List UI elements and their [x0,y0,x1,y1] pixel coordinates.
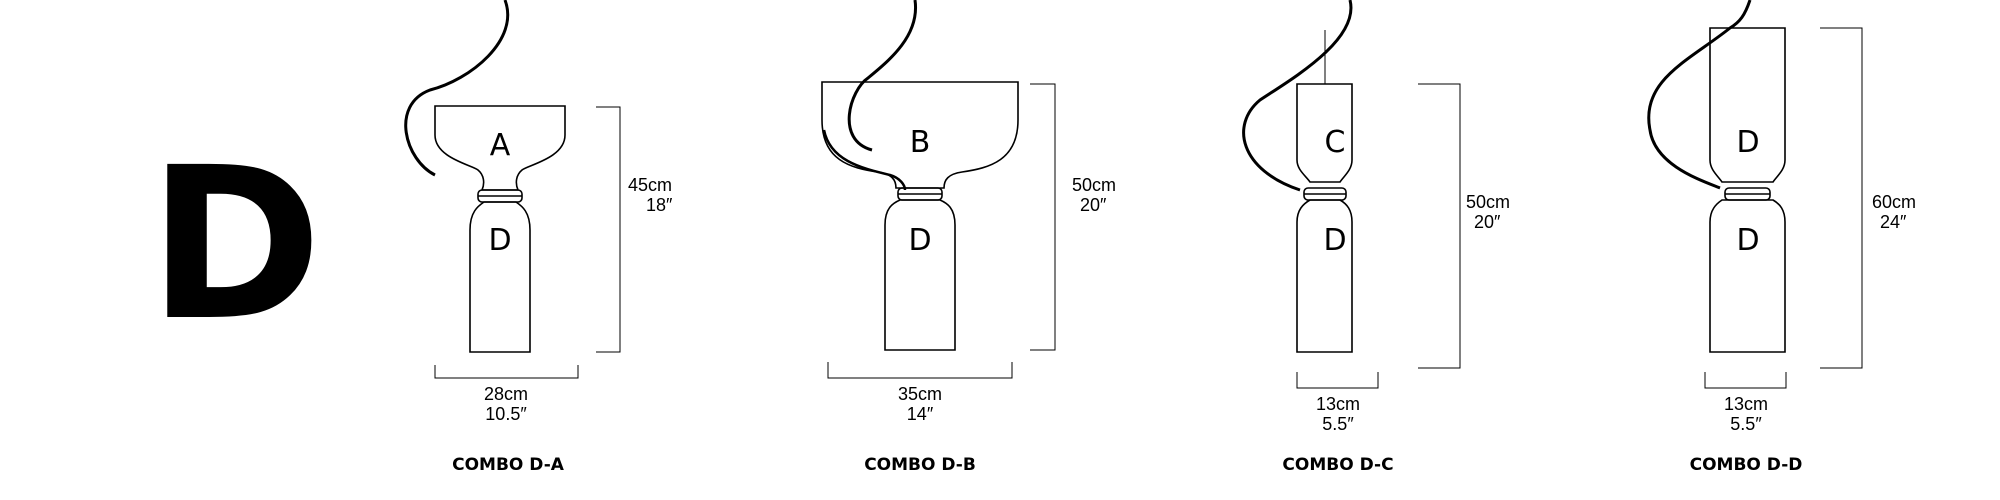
shade-b [821,81,1019,189]
part-label-bottom: D [1736,223,1759,258]
width-label-in: 14″ [906,404,934,424]
width-label-in: 5.5″ [1730,414,1762,434]
combo-d-c-diagram [1242,0,1461,389]
group-letter: D [148,122,323,367]
body-d [884,199,956,351]
height-dimension [1418,83,1461,369]
width-label-cm: 13cm [1723,394,1768,414]
combo-caption: COMBO D-B [864,455,976,475]
height-dimension [1030,83,1056,351]
height-label-cm: 45cm [628,175,673,195]
combo-d-b-diagram [821,0,1056,379]
cable [1647,0,1752,190]
width-label-cm: 13cm [1315,394,1360,414]
height-label-in: 24″ [1880,212,1907,232]
part-label-top: A [490,128,511,163]
height-label-in: 20″ [1474,212,1501,232]
width-dimension [1296,372,1379,389]
part-label-top: B [910,125,931,160]
combo-d-d-diagram [1647,0,1863,389]
part-label-bottom: D [488,223,511,258]
width-dimension [1704,372,1787,389]
height-dimension [596,106,621,353]
combo-caption: COMBO D-C [1282,455,1394,475]
width-label-in: 10.5″ [485,404,527,424]
height-label-cm: 50cm [1072,175,1117,195]
part-label-bottom: D [1323,223,1346,258]
combo-caption: COMBO D-D [1689,455,1803,475]
shade-c [1296,83,1353,183]
body-d [1296,199,1353,353]
part-label-top: D [1736,125,1759,160]
combo-caption: COMBO D-A [452,455,564,475]
width-label-in: 5.5″ [1322,414,1354,434]
height-dimension [1820,27,1863,369]
body-d [1709,199,1786,353]
body-d [469,201,531,353]
height-label-in: 18″ [646,195,673,215]
height-label-in: 20″ [1080,195,1107,215]
cable [404,0,510,177]
cable [1242,0,1353,192]
shade-d [1709,27,1786,183]
cable [847,0,918,152]
width-label-cm: 35cm [897,384,942,404]
part-label-top: C [1325,125,1346,160]
part-label-bottom: D [908,223,931,258]
width-label-cm: 28cm [483,384,528,404]
combo-d-a-diagram [404,0,621,379]
height-label-cm: 60cm [1872,192,1917,212]
height-label-cm: 50cm [1466,192,1511,212]
width-dimension [434,365,579,379]
width-dimension [827,362,1013,379]
